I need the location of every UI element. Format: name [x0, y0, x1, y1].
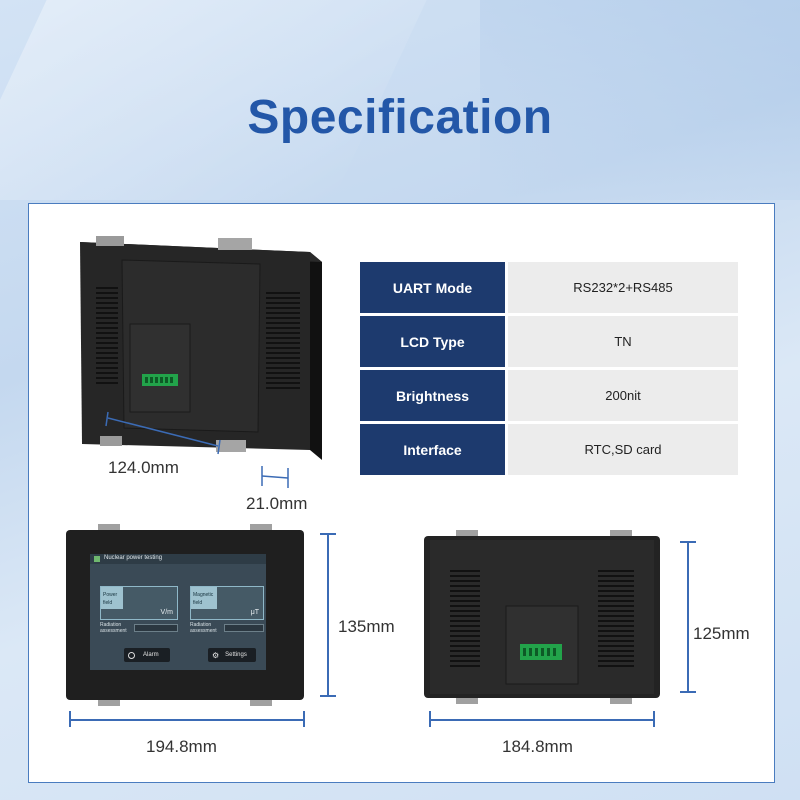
dimension-side-depth: [261, 466, 289, 488]
screen-card-magnetic: Magnetic field μT: [190, 586, 264, 620]
back-width-label: 184.8mm: [502, 737, 573, 756]
screen-card-label: field: [103, 600, 113, 606]
back-width-dimension-line: [430, 719, 654, 721]
alarm-icon: [128, 651, 135, 659]
dimension-tick: [680, 541, 696, 543]
screen-alarm-button[interactable]: Alarm: [124, 648, 170, 662]
dimension-tick: [320, 533, 336, 535]
back-height-label: 125mm: [693, 624, 750, 643]
screen-assess-label: Radiation: [100, 622, 122, 628]
background-shade: [480, 0, 800, 200]
screen-header: Nuclear power testing: [104, 555, 163, 561]
spec-label: Brightness: [360, 370, 505, 421]
spec-label: UART Mode: [360, 262, 505, 313]
gear-icon: ⚙: [212, 650, 220, 660]
screen-card-label: Power: [103, 592, 118, 598]
settings-button-label: Settings: [225, 652, 247, 658]
screen-card-label: Magnetic: [193, 592, 214, 598]
dimension-tick: [320, 695, 336, 697]
spec-value: RS232*2+RS485: [508, 262, 738, 313]
screen-logo-icon: [94, 556, 100, 562]
front-width-dimension-line: [70, 719, 304, 721]
screen-assess-label: assessment: [190, 628, 217, 634]
dimension-side-width: [105, 411, 221, 455]
spec-label: LCD Type: [360, 316, 505, 367]
spec-table: UART Mode RS232*2+RS485 LCD Type TN Brig…: [360, 262, 738, 478]
back-height-dimension-line: [687, 542, 689, 692]
dimension-tick: [303, 711, 305, 727]
alarm-button-label: Alarm: [143, 652, 159, 658]
dimension-tick: [653, 711, 655, 727]
bottom-clip: [98, 696, 120, 706]
dimension-tick: [680, 691, 696, 693]
bottom-clip: [250, 696, 272, 706]
spec-value: 200nit: [508, 370, 738, 421]
screen-assess-label: assessment: [100, 628, 127, 634]
screen-assess-label: Radiation: [190, 622, 212, 628]
spec-value: RTC,SD card: [508, 424, 738, 475]
front-width-label: 194.8mm: [146, 737, 217, 756]
spec-row-lcd: LCD Type TN: [360, 316, 738, 367]
side-width-label: 124.0mm: [108, 458, 179, 477]
front-height-label: 135mm: [338, 617, 395, 636]
dimension-tick: [69, 711, 71, 727]
front-height-dimension-line: [327, 533, 329, 696]
top-clip: [250, 524, 272, 534]
screen-card-unit: V/m: [160, 609, 173, 616]
page-title: Specification: [247, 91, 553, 144]
top-clip: [98, 524, 120, 534]
spec-value: TN: [508, 316, 738, 367]
screen-card-unit: μT: [250, 609, 259, 616]
device-angled-back-view: [80, 236, 322, 460]
spec-label: Interface: [360, 424, 505, 475]
spec-row-interface: Interface RTC,SD card: [360, 424, 738, 475]
device-screen: Nuclear power testing Power field V/m Ma…: [90, 554, 266, 670]
device-back-view: [424, 530, 660, 704]
dimension-tick: [429, 711, 431, 727]
screen-settings-button[interactable]: ⚙ Settings: [208, 648, 256, 662]
spec-row-uart: UART Mode RS232*2+RS485: [360, 262, 738, 313]
side-depth-label: 21.0mm: [246, 494, 308, 513]
spec-row-brightness: Brightness 200nit: [360, 370, 738, 421]
device-front-view: Nuclear power testing Power field V/m Ma…: [66, 524, 304, 706]
screen-card-power: Power field V/m: [100, 586, 178, 620]
screen-card-label: field: [193, 600, 203, 606]
